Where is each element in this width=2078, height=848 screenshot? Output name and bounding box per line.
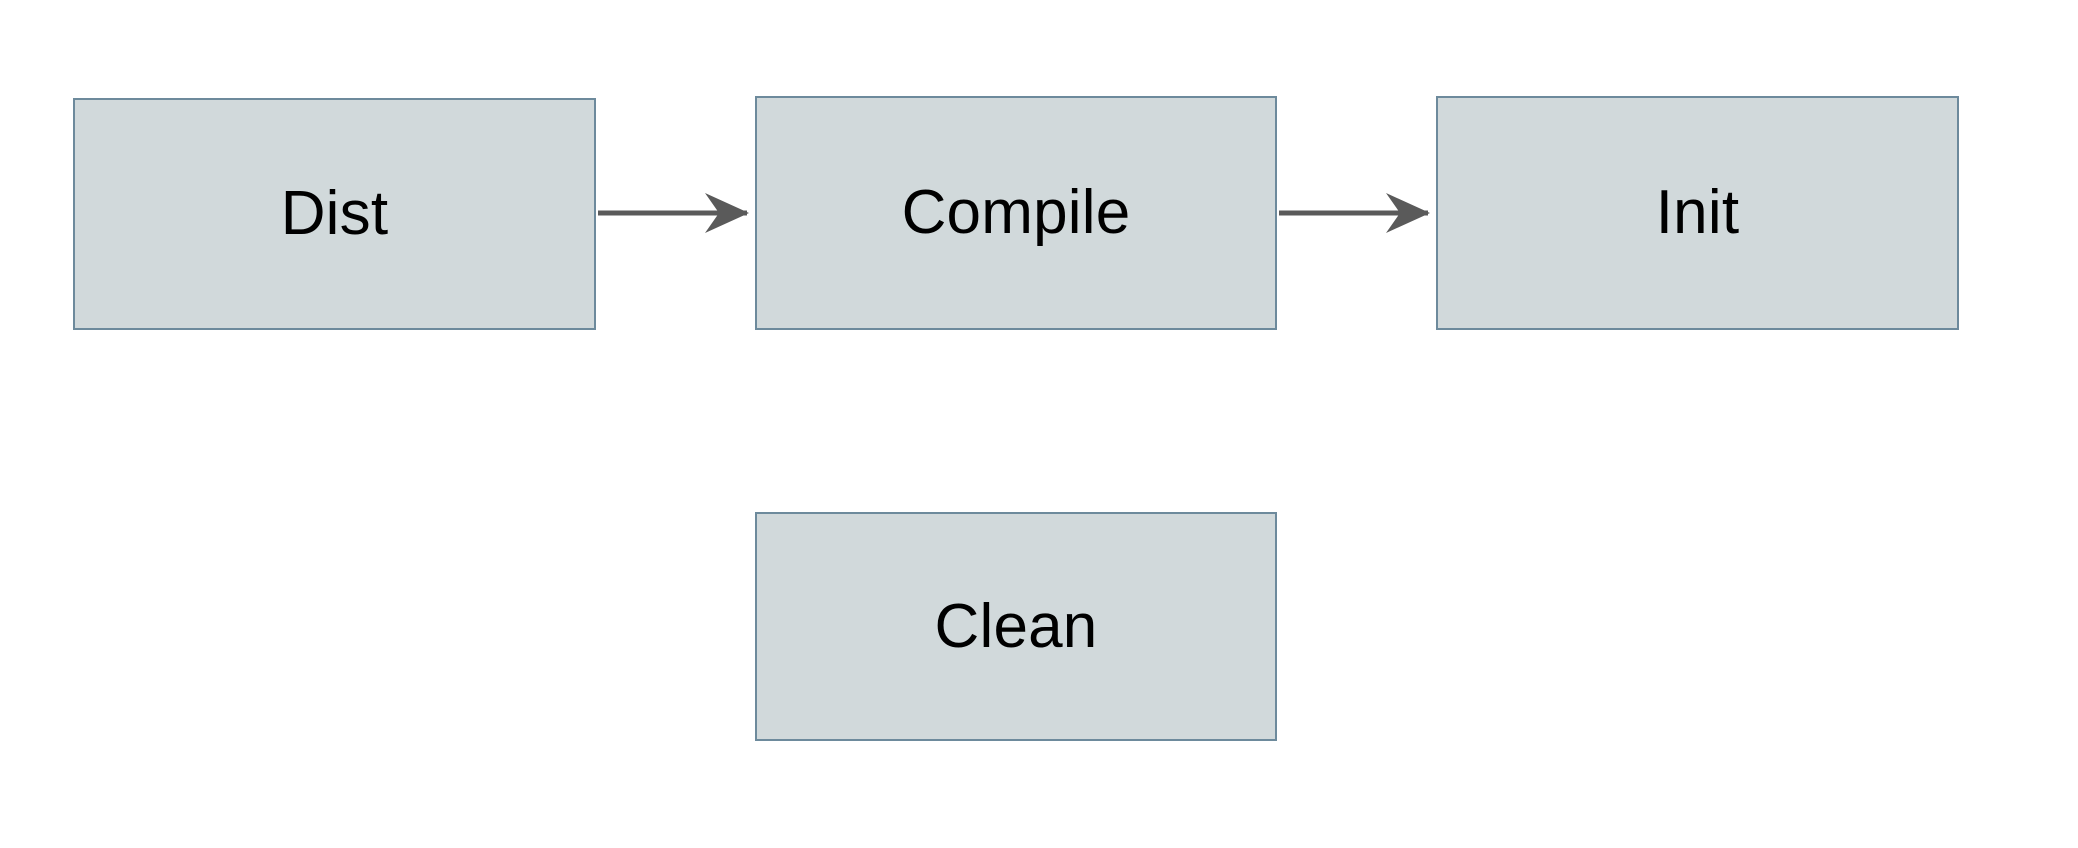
node-init-label: Init [1655,178,1740,247]
node-compile[interactable]: Compile [755,96,1277,330]
node-dist[interactable]: Dist [73,98,596,330]
node-clean-label: Clean [934,591,1098,661]
node-init[interactable]: Init [1436,96,1959,330]
node-compile-label: Compile [901,178,1131,247]
node-dist-label: Dist [280,179,389,248]
node-clean[interactable]: Clean [755,512,1277,741]
